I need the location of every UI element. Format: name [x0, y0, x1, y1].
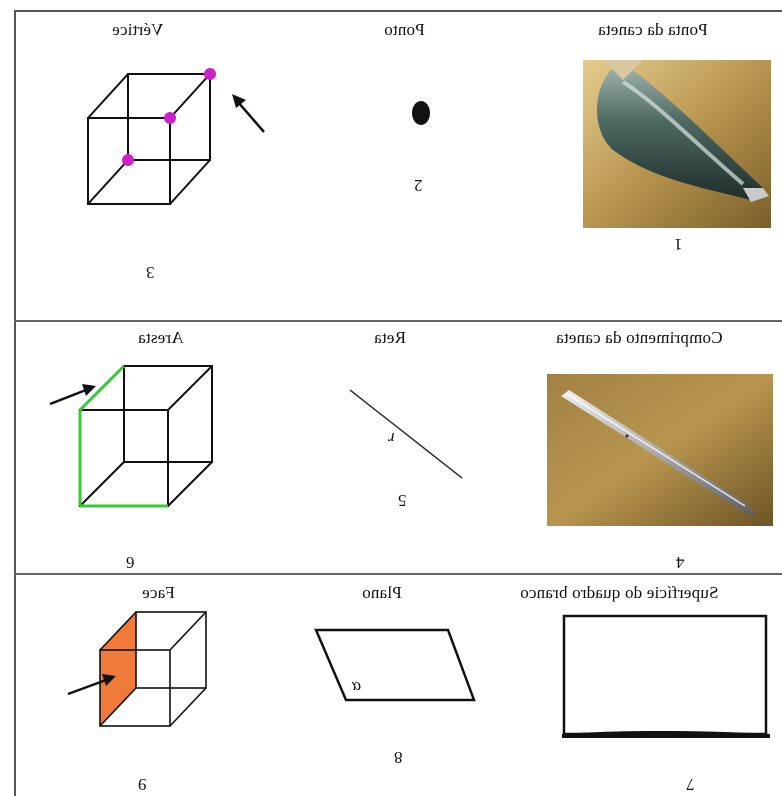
arrow-vertex	[232, 94, 265, 133]
arrow-edge	[49, 384, 96, 406]
arrow-face	[67, 674, 116, 696]
vertex-dot-3	[122, 154, 134, 166]
line-r	[349, 389, 463, 479]
pen-length-photo	[547, 374, 773, 526]
row-divider-1	[14, 320, 782, 322]
vertex-dot-2	[164, 112, 176, 124]
table-frame	[14, 10, 782, 796]
plane-alpha	[314, 628, 476, 702]
pen-tip-photo	[583, 60, 771, 228]
cube-back-face	[127, 73, 211, 161]
vertex-dot-1	[204, 68, 216, 80]
face-highlight	[100, 612, 136, 726]
whiteboard	[562, 614, 770, 738]
cube-back-face-3	[135, 611, 207, 689]
pen-length-image	[547, 374, 773, 526]
cube-face	[99, 611, 207, 727]
point-dot	[412, 101, 430, 125]
cube-back-face-2	[123, 365, 213, 463]
cube-vertices	[87, 73, 211, 205]
cube-edges	[79, 365, 213, 507]
edge-highlight-diagonal	[78, 364, 126, 412]
pen-tip-image	[583, 60, 771, 228]
row-divider-2	[14, 573, 782, 575]
